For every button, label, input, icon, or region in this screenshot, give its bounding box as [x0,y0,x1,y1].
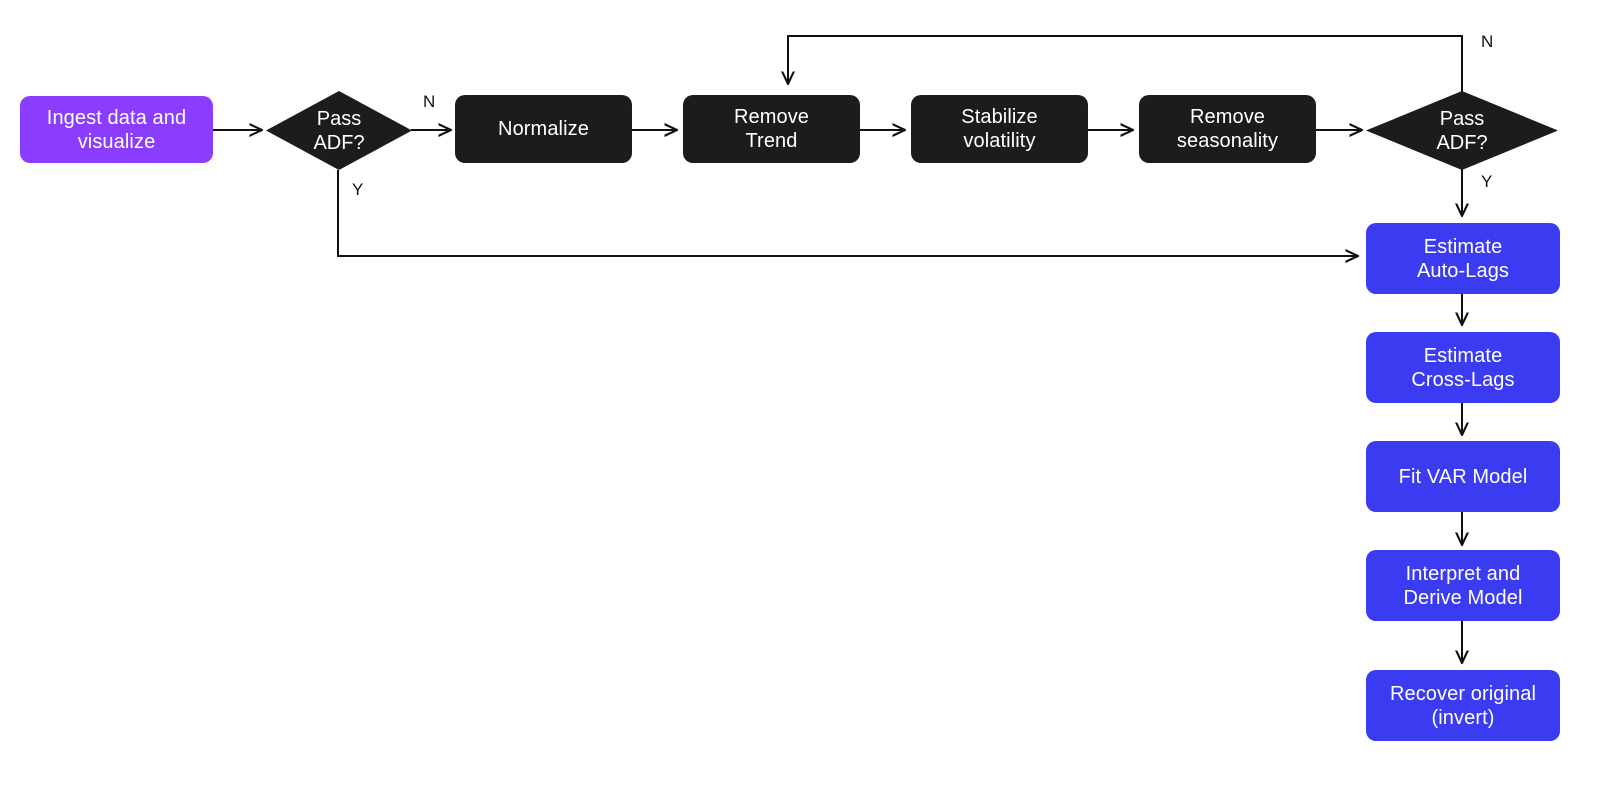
edge-label-adf2-yes: Y [1481,172,1493,191]
node-interpret-and-derive-model[interactable]: Interpret and Derive Model [1366,550,1560,621]
node-pass-adf-decision-1[interactable]: Pass ADF? [266,91,412,170]
node-label: Pass ADF? [1436,107,1488,154]
node-ingest-data-and-visualize[interactable]: Ingest data and visualize [20,96,213,163]
node-remove-trend[interactable]: Remove Trend [683,95,860,163]
node-pass-adf-decision-2[interactable]: Pass ADF? [1366,91,1558,170]
edge-label-adf1-no: N [423,92,436,111]
node-label: Ingest data and visualize [46,106,187,153]
edge-label-adf2-no: N [1481,32,1494,51]
node-normalize[interactable]: Normalize [455,95,632,163]
node-label: Remove seasonality [1176,106,1279,152]
node-label: Pass ADF? [313,107,365,154]
node-remove-seasonality[interactable]: Remove seasonality [1139,95,1316,163]
node-estimate-auto-lags[interactable]: Estimate Auto-Lags [1366,223,1560,294]
node-label: Estimate Auto-Lags [1416,235,1510,282]
node-label: Recover original (invert) [1389,682,1537,729]
node-label: Interpret and Derive Model [1403,562,1523,609]
node-label: Fit VAR Model [1398,465,1528,488]
node-recover-original-invert[interactable]: Recover original (invert) [1366,670,1560,741]
node-label: Stabilize volatility [961,106,1038,152]
node-label: Normalize [498,118,589,140]
node-fit-var-model[interactable]: Fit VAR Model [1366,441,1560,512]
edge-adf2-no-loop-to-remove-trend [788,35,1463,92]
node-label: Remove Trend [733,106,810,152]
node-estimate-cross-lags[interactable]: Estimate Cross-Lags [1366,332,1560,403]
node-label: Estimate Cross-Lags [1411,344,1515,391]
edge-adf1-yes-to-auto-lags [337,170,1358,256]
node-stabilize-volatility[interactable]: Stabilize volatility [911,95,1088,163]
edge-label-adf1-yes: Y [352,180,364,199]
